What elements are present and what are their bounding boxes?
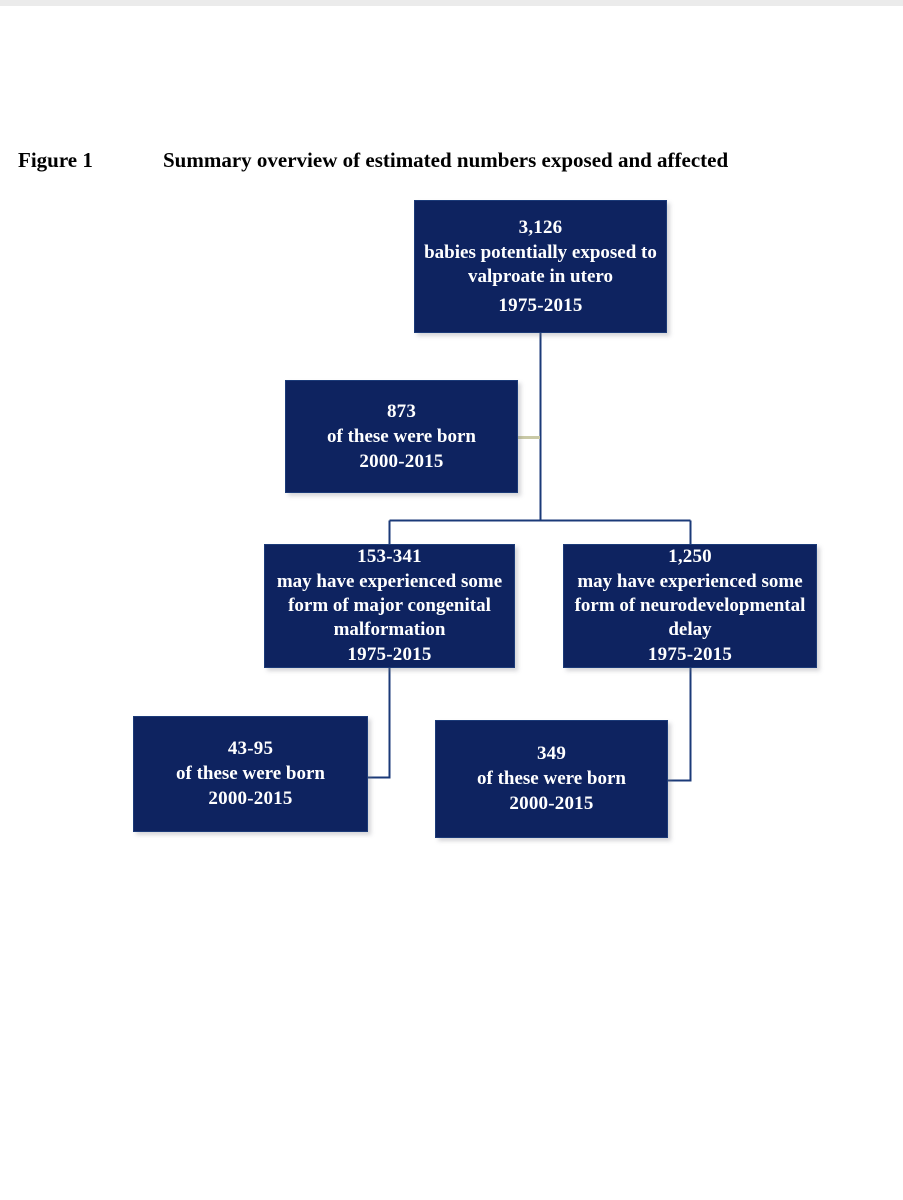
node-born-2000-number: 873 [386, 400, 417, 422]
figure-caption-label: Figure 1 [18, 148, 93, 172]
node-exposed-number: 3,126 [518, 216, 563, 238]
connector-neurodev-to-neuroborn [668, 668, 692, 782]
node-born-2000: 873 of these were born 2000-2015 [285, 380, 518, 493]
node-malformation-years: 1975-2015 [347, 644, 432, 665]
node-born-2000-body: of these were born [327, 425, 476, 447]
node-malformation-number: 153-341 [357, 546, 422, 567]
connector-malformation-to-malfborn [368, 668, 391, 779]
node-malformation-born-number: 43-95 [227, 738, 274, 759]
node-neurodev-born-number: 349 [536, 743, 567, 764]
node-neurodev-body: may have experienced some form of neurod… [574, 571, 806, 640]
node-neurodev-number: 1,250 [668, 546, 712, 567]
node-malformation-born-body: of these were born [176, 763, 325, 784]
node-exposed-years: 1975-2015 [498, 294, 583, 316]
node-malformation-born-years: 2000-2015 [208, 788, 293, 809]
node-malformation-born: 43-95 of these were born 2000-2015 [133, 716, 368, 832]
page-top-strip [0, 0, 903, 6]
node-born-2000-years: 2000-2015 [359, 450, 444, 472]
figure-caption: Figure 1 Summary overview of estimated nu… [18, 145, 878, 175]
node-exposed: 3,126 babies potentially exposed to valp… [414, 200, 667, 333]
node-neurodev-years: 1975-2015 [647, 644, 733, 665]
node-exposed-body: babies potentially exposed to valproate … [424, 241, 657, 287]
node-malformation: 153-341 may have experienced some form o… [264, 544, 515, 668]
node-malformation-body: may have experienced some form of major … [276, 571, 503, 640]
node-neurodev-born-years: 2000-2015 [509, 793, 594, 814]
node-neurodev-born: 349 of these were born 2000-2015 [435, 720, 668, 838]
node-neurodev: 1,250 may have experienced some form of … [563, 544, 817, 668]
figure-caption-text: Summary overview of estimated numbers ex… [163, 148, 729, 172]
node-neurodev-born-body: of these were born [477, 768, 626, 789]
